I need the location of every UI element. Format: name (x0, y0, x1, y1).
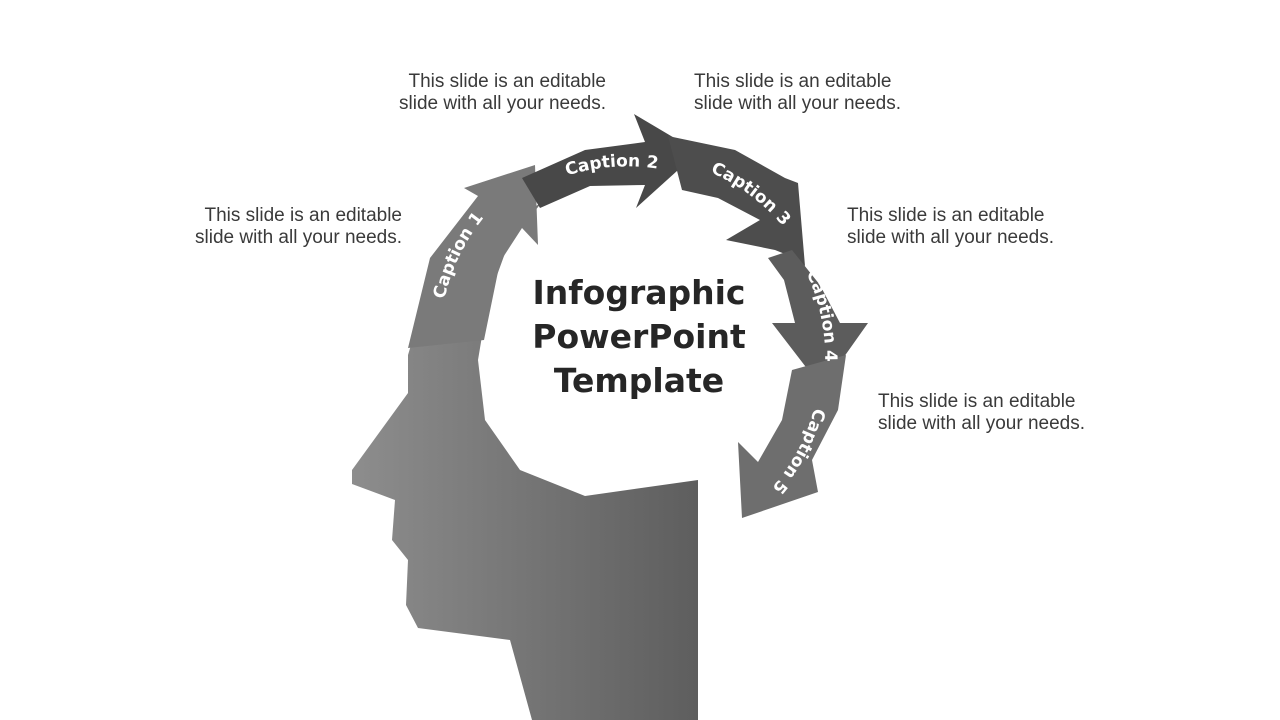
caption-1-arrow (408, 165, 538, 348)
caption-1-description-line-1: This slide is an editable (204, 205, 403, 226)
caption-4-arrow (768, 250, 868, 388)
caption-4-description-line-1: This slide is an editable (847, 205, 1045, 226)
caption-3-description-line-2: slide with all your needs. (694, 93, 901, 114)
caption-5-description-line-1: This slide is an editable (878, 391, 1076, 412)
caption-4-description-line-2: slide with all your needs. (847, 227, 1054, 248)
caption-2-arrow (522, 114, 698, 208)
caption-2-description: This slide is an editable slide with all… (399, 71, 606, 115)
title-line-1: Infographic (533, 273, 746, 312)
caption-4-description: This slide is an editable slide with all… (847, 205, 1054, 249)
caption-3-arrow (668, 136, 805, 266)
caption-2-description-line-2: slide with all your needs. (399, 93, 606, 114)
title-line-2: PowerPoint (532, 317, 746, 356)
caption-3-description: This slide is an editable slide with all… (694, 71, 901, 115)
caption-1-description-line-2: slide with all your needs. (195, 227, 402, 248)
caption-3-description-line-1: This slide is an editable (694, 71, 892, 92)
slide-title: Infographic PowerPoint Template (532, 273, 746, 400)
caption-5-description-line-2: slide with all your needs. (878, 413, 1085, 434)
caption-5-arrow (738, 355, 846, 518)
caption-5-description: This slide is an editable slide with all… (878, 391, 1085, 435)
caption-2-description-line-1: This slide is an editable (408, 71, 607, 92)
caption-1-description: This slide is an editable slide with all… (195, 205, 402, 249)
title-line-3: Template (554, 361, 724, 400)
